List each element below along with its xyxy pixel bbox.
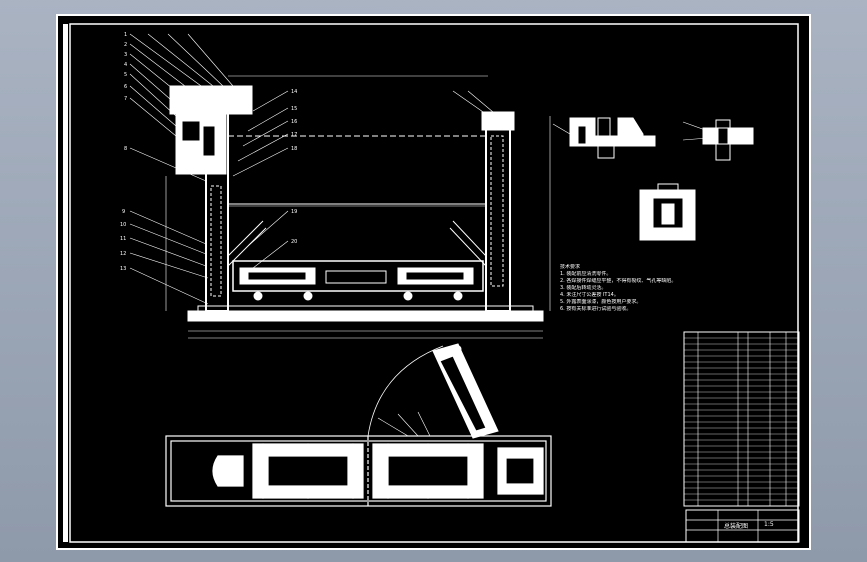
svg-text:8: 8 — [124, 146, 127, 152]
svg-text:13: 13 — [120, 266, 126, 272]
title-block-lines — [685, 509, 800, 543]
svg-text:3: 3 — [124, 52, 127, 58]
svg-text:20: 20 — [291, 239, 297, 245]
leader-lines-left — [129, 33, 234, 305]
note-line: 5. 外露表面涂漆，颜色按用户要求。 — [560, 299, 642, 305]
svg-text:15: 15 — [291, 106, 297, 112]
callouts-right: 14 15 16 17 18 19 20 — [291, 89, 297, 245]
svg-text:7: 7 — [124, 96, 127, 102]
svg-text:10: 10 — [120, 222, 126, 228]
svg-text:4: 4 — [124, 62, 127, 68]
note-line: 4. 未注尺寸公差按 IT14。 — [560, 292, 619, 298]
note-line: 2. 各焊接件焊缝应平整，不得有裂纹、气孔等缺陷。 — [560, 278, 677, 284]
svg-text:16: 16 — [291, 119, 297, 125]
svg-text:17: 17 — [291, 132, 297, 138]
detail-view-b — [682, 119, 754, 161]
inner-border — [69, 23, 799, 543]
binding-strip — [63, 24, 68, 542]
svg-text:5: 5 — [124, 72, 127, 78]
svg-text:1: 1 — [124, 32, 127, 38]
svg-text:6: 6 — [124, 84, 127, 90]
note-line: 1. 装配前应清洗零件。 — [560, 271, 612, 277]
svg-text:9: 9 — [122, 209, 125, 215]
detail-view-c — [639, 183, 696, 241]
svg-text:2: 2 — [124, 42, 127, 48]
swing-arm — [367, 343, 499, 439]
drawing-scale: 1:5 — [764, 521, 774, 528]
leader-lines-right — [232, 90, 494, 269]
svg-text:14: 14 — [291, 89, 297, 95]
detail-view-a — [552, 117, 656, 159]
bom-table — [683, 331, 800, 507]
svg-text:18: 18 — [291, 146, 297, 152]
svg-text:19: 19 — [291, 209, 297, 215]
front-view — [165, 75, 551, 339]
drawing-title: 总装配图 — [724, 523, 749, 530]
note-line: 6. 按有关标准进行试验与验收。 — [560, 306, 632, 312]
notes-heading: 技术要求 — [560, 264, 581, 270]
note-line: 3. 装配后转动灵活。 — [560, 285, 607, 291]
svg-text:12: 12 — [120, 251, 126, 257]
technical-notes: 技术要求 1. 装配前应清洗零件。 2. 各焊接件焊缝应平整，不得有裂纹、气孔等… — [560, 264, 760, 313]
top-view — [165, 435, 552, 507]
svg-text:11: 11 — [120, 236, 126, 242]
